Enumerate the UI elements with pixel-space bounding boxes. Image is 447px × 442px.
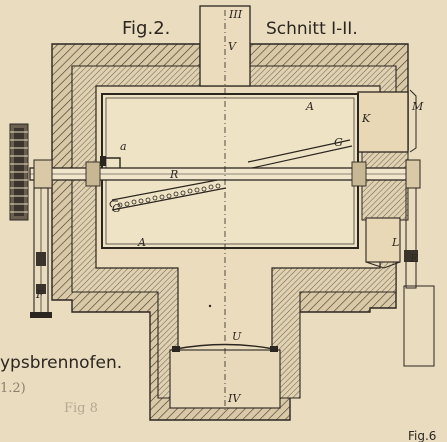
label-R: R [169, 168, 178, 181]
section-title: Schnitt I-II. [266, 19, 358, 39]
drive-box-M [357, 91, 409, 153]
outlet-chute-L [365, 217, 401, 263]
label-K: K [361, 112, 371, 125]
caption-bottom-right: Fig.6 [408, 429, 436, 442]
bottom-pit [169, 349, 281, 409]
bracket-a [104, 157, 121, 168]
right-housing [361, 149, 409, 221]
label-M: M [411, 100, 424, 113]
caption-sub: 1.2) [0, 381, 26, 396]
caption-faint: Fig 8 [64, 401, 98, 416]
label-IV: IV [227, 392, 241, 405]
label-G-left: G [112, 202, 121, 215]
spiral-conveyor [111, 139, 353, 211]
label-F: F [35, 288, 44, 301]
label-a: a [120, 140, 127, 153]
figure-number: Fig.2. [122, 18, 170, 39]
label-A-bottom: A [137, 236, 146, 249]
support-post-F [30, 187, 52, 318]
label-U: U [232, 330, 242, 343]
right-bearing [405, 159, 421, 189]
label-III: III [228, 8, 243, 21]
conveyor-links [117, 183, 221, 208]
gear-wheel [9, 123, 29, 221]
label-A-top: A [305, 100, 314, 113]
label-V: V [228, 40, 237, 53]
side-frame [403, 285, 435, 367]
label-E: E [409, 252, 418, 265]
caption-main: ypsbrennofen. [0, 353, 122, 373]
label-L: L [391, 236, 399, 249]
label-G-right: G [334, 136, 343, 149]
support-post-E [404, 187, 418, 289]
left-bearing [33, 159, 53, 189]
